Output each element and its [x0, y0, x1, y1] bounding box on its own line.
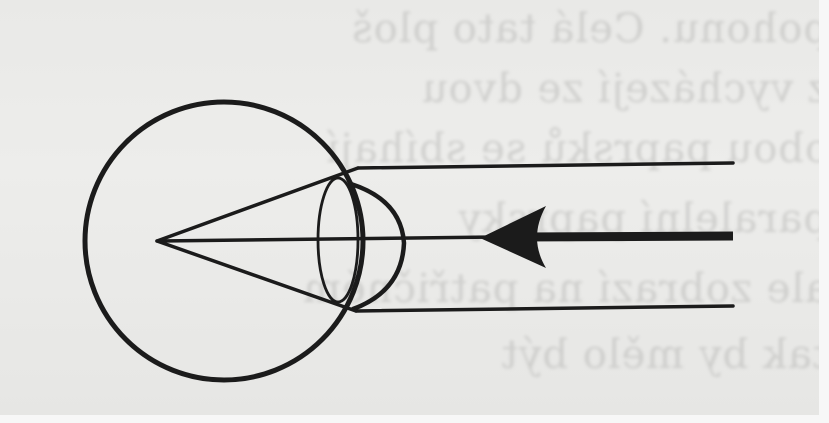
- bottom-refracted-ray: [157, 241, 356, 311]
- arrow-left-icon: [480, 206, 546, 268]
- top-refracted-ray: [157, 168, 358, 241]
- bottom-incoming-ray: [356, 306, 733, 311]
- scan-edge-right: [819, 0, 829, 423]
- thick-arrow-shaft: [520, 236, 733, 237]
- optical-axis-ray: [160, 237, 496, 241]
- top-incoming-ray: [358, 163, 733, 168]
- scan-edge-bottom: [0, 415, 829, 423]
